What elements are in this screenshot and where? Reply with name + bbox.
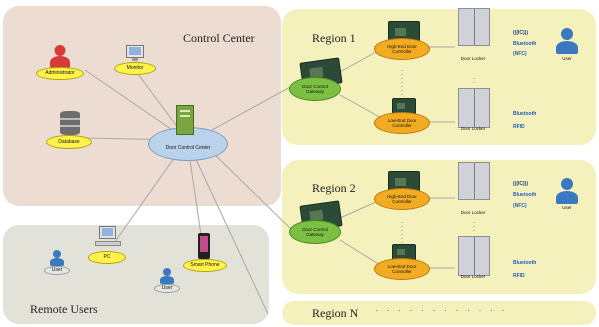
region-1-high-end-controller-node: [374, 38, 430, 60]
pc-icon: [95, 226, 121, 248]
remote-user-2-label: User: [161, 285, 173, 291]
region-2-rfid-badge: RFID: [513, 273, 525, 279]
region-2-nfc-badge: (NFC): [513, 203, 527, 209]
region-n-title: Region N: [312, 306, 359, 320]
region-1-title: Region 1: [312, 31, 356, 45]
smart-phone-icon: [198, 233, 210, 259]
monitor-label: Monitor: [126, 65, 144, 71]
region-2-high-end-controller-label: High-End Door Controller: [387, 194, 417, 204]
region-2-title: Region 2: [312, 181, 356, 195]
region-1-door-bottom-icon: [458, 88, 490, 128]
region-n-panel: [282, 301, 596, 325]
remote-users-title: Remote Users: [30, 302, 98, 316]
smart-phone-node: [183, 259, 227, 272]
region-1-high-end-controller-label: High-End Door Controller: [387, 44, 417, 54]
server-icon: [176, 105, 194, 135]
region-1-user-icon: [556, 28, 578, 54]
administrator-icon: [50, 45, 70, 68]
region-1-door-locker-top-label: Door Locker: [460, 56, 486, 61]
door-control-center-label: Door Control Center: [165, 145, 211, 151]
pc-label: PC: [103, 254, 111, 260]
region-1-bluetooth-badge-bottom: Bluetooth: [513, 111, 537, 117]
region-1-rfid-badge: RFID: [513, 124, 525, 130]
region-1-nfc-badge: (NFC): [513, 51, 527, 57]
region-1-bluetooth-badge-top: Bluetooth: [513, 41, 537, 47]
control-center-title: Control Center: [183, 31, 255, 45]
control-center-panel: [3, 6, 281, 206]
remote-user-1-label: User: [51, 267, 63, 273]
region-2-high-end-controller-node: [374, 188, 430, 210]
region-1-gateway-node: [289, 77, 341, 101]
region-2-gateway-label: Door Control Gateway: [302, 227, 328, 237]
remote-user-1-icon: [50, 250, 64, 266]
region-2-low-end-controller-label: Low-End Door Controller: [387, 264, 417, 274]
region-1-low-end-controller-node: [374, 112, 430, 134]
database-icon: [60, 111, 80, 135]
region-1-gateway-label: Door Control Gateway: [302, 84, 328, 94]
remote-user-2-icon: [160, 268, 174, 284]
region-2-door-top-icon: [458, 162, 490, 200]
administrator-label: Administrator: [45, 70, 75, 76]
region-2-low-end-controller-node: [374, 258, 430, 280]
region-2-gateway-node: [289, 220, 341, 244]
region-2-bluetooth-badge-bottom: Bluetooth: [513, 260, 537, 266]
remote-user-1-node: [44, 266, 70, 275]
region-n-ellipsis: · · · · · · · · · · · ·: [375, 305, 508, 315]
region-2-bluetooth-badge-top: Bluetooth: [513, 192, 537, 198]
region-2-door-locker-bottom-label: Door Locker: [460, 274, 486, 279]
remote-users-panel: [3, 225, 269, 324]
region-1-low-end-controller-label: Low-End Door Controller: [387, 118, 417, 128]
remote-user-2-node: [154, 284, 180, 293]
region-2-door-locker-top-label: Door Locker: [460, 210, 486, 215]
database-label: Database: [58, 139, 80, 145]
pc-node: [88, 251, 126, 264]
region-2-user-label: User: [562, 205, 572, 210]
region-1-door-locker-bottom-label: Door Locker: [460, 126, 486, 131]
region-2-ic-badge: (((IC))): [513, 181, 528, 187]
region-2-door-bottom-icon: [458, 236, 490, 276]
region-2-user-icon: [556, 178, 578, 204]
region-1-door-top-icon: [458, 8, 490, 46]
database-node: [46, 135, 92, 149]
smart-phone-label: Smart Phone: [190, 262, 220, 268]
administrator-node: [36, 67, 84, 80]
monitor-icon: [126, 45, 144, 61]
region-1-ic-badge: (((IC))): [513, 30, 528, 36]
region-1-user-label: User: [562, 56, 572, 61]
monitor-node: [114, 62, 156, 75]
